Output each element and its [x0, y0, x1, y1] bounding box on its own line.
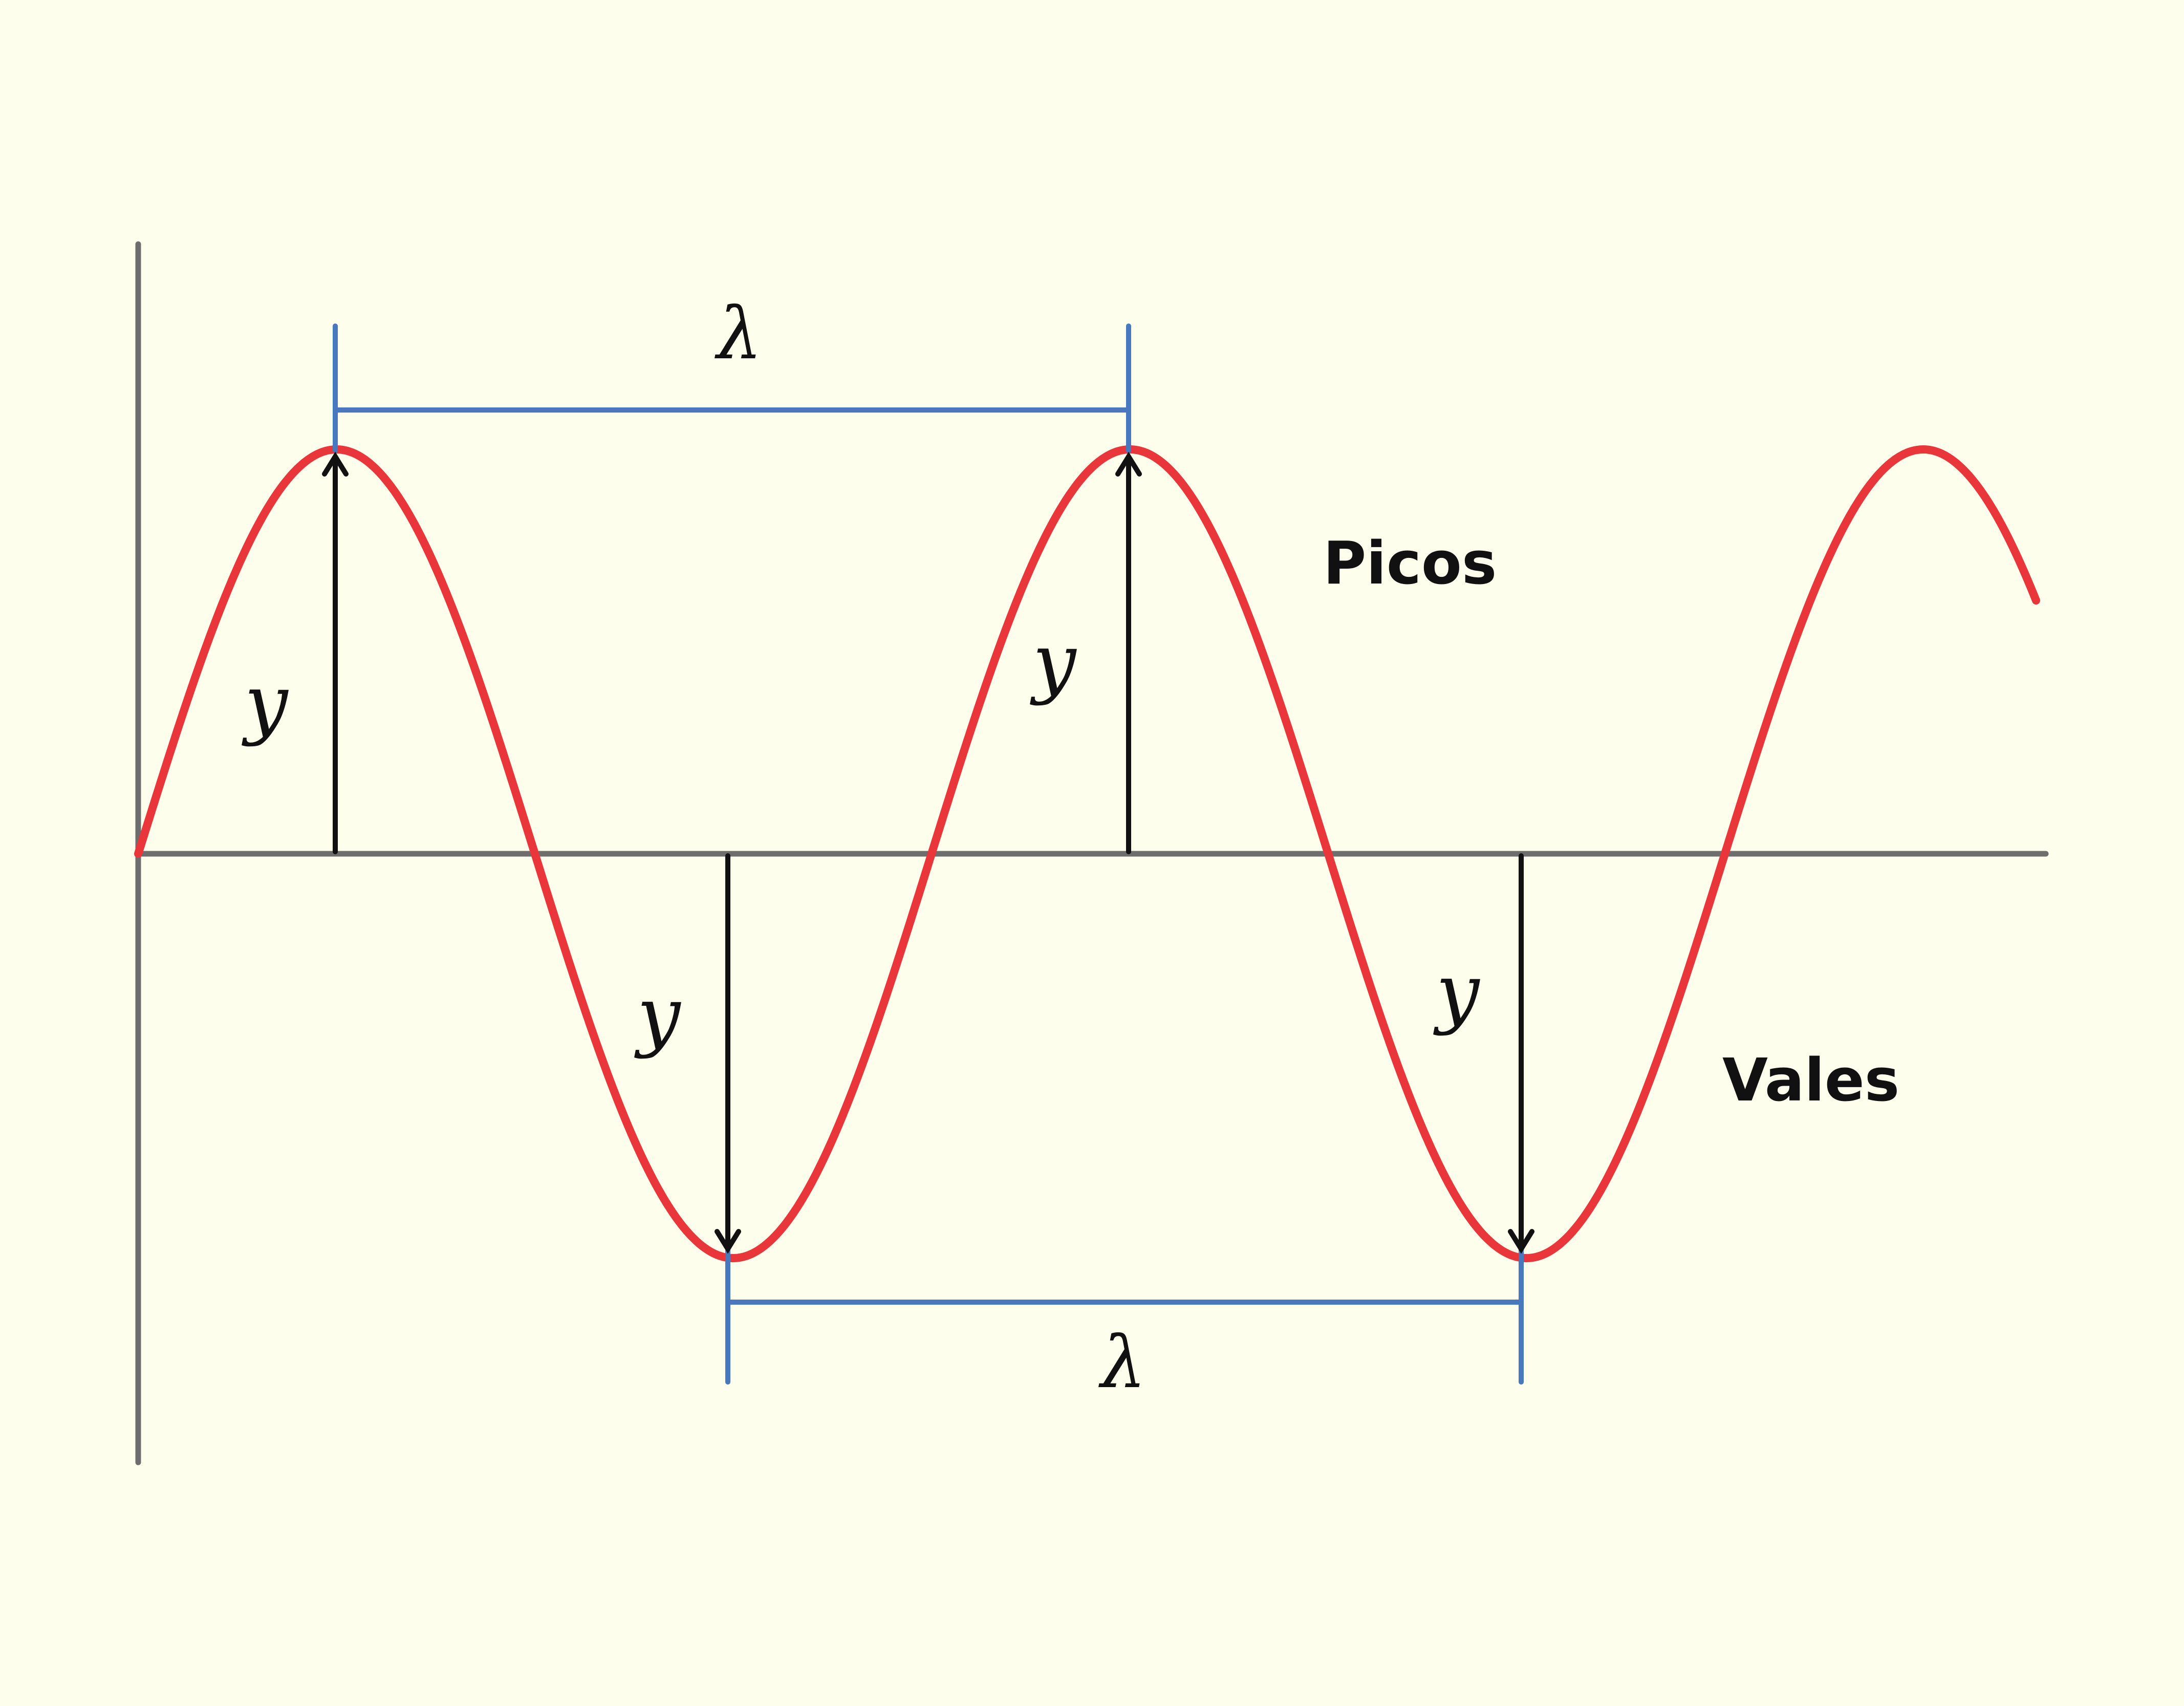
- wavelength-label-bottom: λ: [1098, 1321, 1147, 1405]
- arrow-icon: [1508, 1229, 1534, 1254]
- amplitude-arrow-4: [1508, 853, 1534, 1254]
- arrow-icon: [1115, 451, 1142, 477]
- amplitude-label-4: y: [1433, 948, 1481, 1037]
- amplitude-label-1: y: [242, 659, 289, 748]
- amplitude-label-2: y: [1030, 618, 1077, 707]
- wavelength-label-top: λ: [715, 292, 763, 376]
- arrow-icon: [322, 451, 349, 477]
- amplitude-arrow-1: [322, 451, 349, 854]
- arrow-icon: [715, 1229, 741, 1254]
- amplitude-label-3: y: [634, 971, 682, 1060]
- wave-curve: [134, 445, 2040, 1262]
- valleys-label: Vales: [1722, 1046, 1899, 1115]
- wavelength-marker-top: [333, 323, 1131, 453]
- amplitude-arrow-3: [715, 853, 741, 1254]
- wavelength-marker-bottom: [725, 1246, 1524, 1385]
- amplitude-arrow-2: [1115, 451, 1142, 854]
- peaks-label: Picos: [1323, 529, 1497, 598]
